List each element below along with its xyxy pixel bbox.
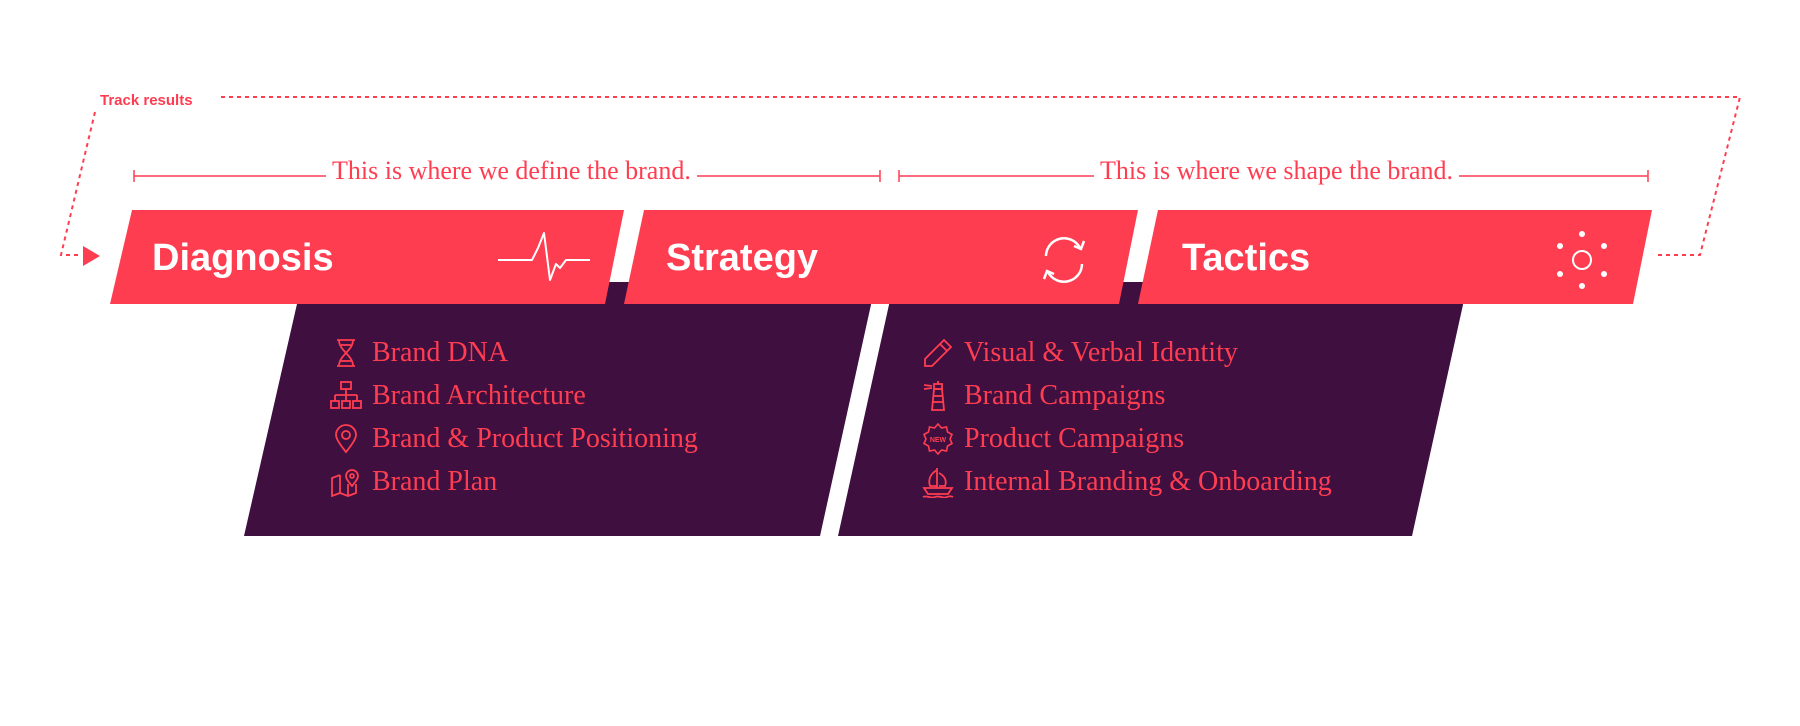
tactics-header-bg (1138, 210, 1652, 304)
feedback-loop-line (220, 96, 1742, 256)
list-item-label: Brand Campaigns (964, 379, 1166, 411)
feedback-loop-arrowhead (83, 246, 100, 266)
list-item-label: Visual & Verbal Identity (964, 336, 1238, 368)
pencil-icon (924, 338, 953, 367)
diagnosis-strategy-panel (244, 282, 876, 536)
define-brand-caption: This is where we define the brand. (326, 156, 697, 186)
location-pin-icon (335, 423, 357, 453)
list-item-label: Internal Branding & Onboarding (964, 465, 1332, 497)
new-badge-icon: NEW (922, 422, 954, 455)
ship-icon (922, 467, 954, 498)
heartbeat-icon (498, 232, 590, 281)
lighthouse-icon (923, 380, 945, 411)
shape-brand-caption: This is where we shape the brand. (1094, 156, 1460, 186)
list-item: Internal Branding & Onboarding (922, 460, 1332, 503)
define-deliverables-list: Brand DNA Brand Architecture Brand & P (330, 331, 698, 503)
list-item: Brand DNA (330, 331, 698, 374)
list-item-label: Brand Architecture (372, 379, 586, 411)
list-item: Brand & Product Positioning (330, 417, 698, 460)
list-item-label: Product Campaigns (964, 422, 1185, 454)
list-item-label: Brand DNA (372, 336, 509, 368)
strategy-header-bg (624, 210, 1138, 304)
list-item-label: Brand & Product Positioning (372, 422, 698, 454)
stage-title-strategy: Strategy (666, 237, 819, 279)
list-item: NEW Product Campaigns (922, 417, 1332, 460)
shape-deliverables-list: Visual & Verbal Identity Brand Campaigns… (922, 331, 1332, 503)
track-results-label: Track results (100, 92, 193, 109)
list-item: Brand Architecture (330, 374, 698, 417)
new-badge-text: NEW (930, 437, 947, 444)
list-item: Brand Campaigns (922, 374, 1332, 417)
diagnosis-header-bg (110, 210, 624, 304)
org-chart-icon (330, 380, 362, 409)
list-item-label: Brand Plan (372, 465, 498, 497)
strategy-tactics-panel (838, 282, 1468, 536)
dna-icon (337, 338, 355, 367)
stage-title-diagnosis: Diagnosis (152, 237, 334, 279)
stage-title-tactics: Tactics (1182, 237, 1311, 279)
refresh-cycle-icon (1042, 237, 1086, 283)
map-pin-icon (331, 468, 359, 497)
sun-burst-icon (1557, 231, 1607, 289)
feedback-loop-line-left (59, 111, 96, 256)
list-item: Brand Plan (330, 460, 698, 503)
list-item: Visual & Verbal Identity (922, 331, 1332, 374)
